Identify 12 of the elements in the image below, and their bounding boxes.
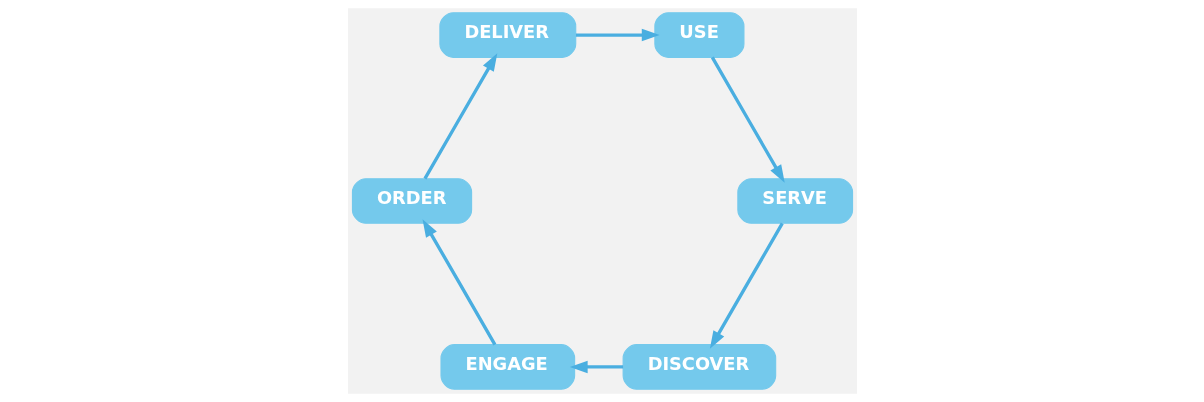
arrow	[710, 56, 785, 183]
arrow	[709, 222, 784, 349]
arrow	[575, 28, 660, 42]
arrow	[423, 53, 497, 180]
node-box: USE	[653, 12, 744, 58]
node-box: ORDER	[351, 178, 472, 224]
node-box: ENGAGE	[439, 344, 575, 390]
node-box: DISCOVER	[622, 344, 776, 390]
node-box: DELIVER	[438, 12, 576, 58]
arrow	[569, 360, 623, 374]
node-box: SERVE	[736, 178, 853, 224]
arrow	[422, 219, 496, 346]
